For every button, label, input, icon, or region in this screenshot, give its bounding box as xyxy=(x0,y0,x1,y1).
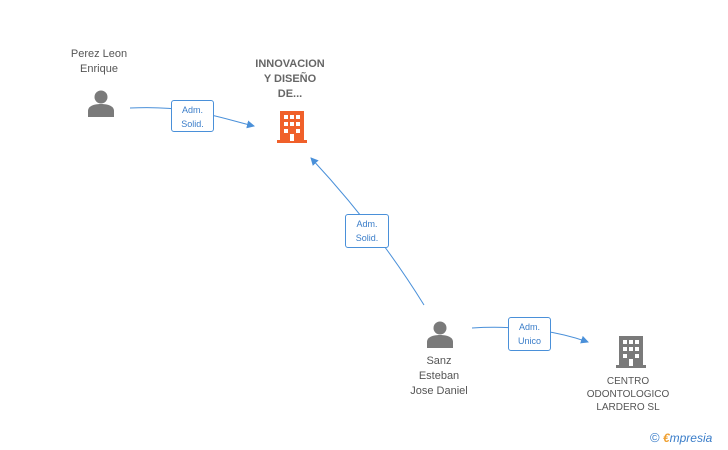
edge-role-line2: Solid. xyxy=(181,119,204,129)
edge-role-badge[interactable]: Adm. Solid. xyxy=(171,100,214,132)
edge-role-badge[interactable]: Adm. Solid. xyxy=(345,214,389,248)
person-name-perez: Perez Leon Enrique xyxy=(70,48,128,75)
edge-role-line1: Adm. xyxy=(356,219,378,229)
building-icon[interactable] xyxy=(615,335,647,369)
copyright-icon: © xyxy=(650,430,660,445)
company-name-innovacion: INNOVACION Y DISEÑO DE... xyxy=(255,58,325,100)
edge-role-badge[interactable]: Adm. Unico xyxy=(508,317,551,351)
company-name-centro: CENTRO ODONTOLOGICO LARDERO SL xyxy=(586,376,670,413)
edge-role-line1: Adm. xyxy=(181,105,203,115)
person-icon[interactable] xyxy=(86,88,116,118)
edge-role-line1: Adm. xyxy=(518,322,540,332)
brand-name: mpresia xyxy=(669,431,713,445)
edge-role-line2: Unico xyxy=(517,336,541,346)
brand-e-mark: € xyxy=(662,431,670,445)
person-icon[interactable] xyxy=(425,319,455,349)
building-icon[interactable] xyxy=(276,110,308,144)
brand-watermark: © €mpresia xyxy=(650,430,712,445)
person-name-sanz: Sanz Esteban Jose Daniel xyxy=(410,355,468,397)
edge-role-line2: Solid. xyxy=(355,233,379,243)
